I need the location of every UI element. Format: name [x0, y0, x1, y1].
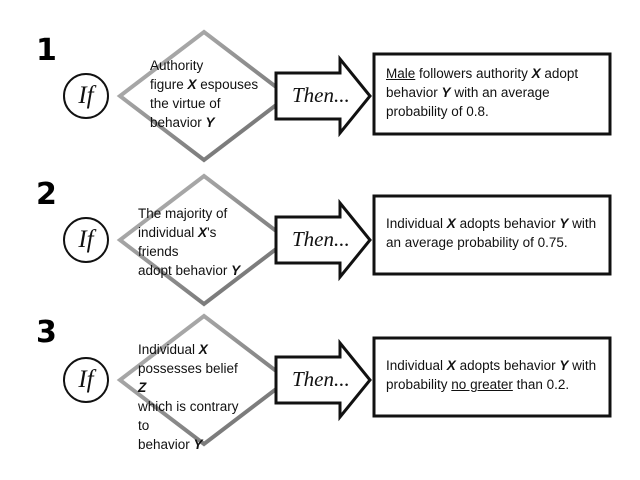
rule-1-then-arrow: [274, 54, 372, 138]
rule-2-if-circle: [63, 217, 109, 263]
text-line: Male followers authority X adopt: [386, 64, 578, 83]
rule-3-then-arrow: [274, 338, 372, 422]
text-run: with: [568, 358, 597, 373]
rule-2-if-label: If: [78, 226, 94, 253]
text-run: Individual: [138, 342, 199, 357]
text-run: probability of 0.8.: [386, 104, 489, 119]
text-run: adopts behavior: [455, 358, 560, 373]
text-run: 's friends: [138, 225, 217, 259]
variable-label: Y: [559, 216, 569, 231]
text-line: the virtue of: [150, 94, 260, 113]
text-line: probability of 0.8.: [386, 102, 578, 121]
text-run: followers authority: [415, 66, 532, 81]
variable-label: Y: [231, 263, 241, 278]
rule-1-then-label: Then...: [292, 83, 350, 107]
text-run: which is contrary to: [138, 399, 239, 433]
text-run: behavior: [386, 85, 442, 100]
text-line: Individual X adopts behavior Y with: [386, 214, 596, 233]
rule-2-then-arrow: [274, 198, 372, 282]
rule-2-result-box: [372, 194, 612, 276]
emphasis-text: Male: [386, 66, 416, 81]
text-run: Individual: [386, 216, 447, 231]
variable-label: X: [446, 358, 456, 373]
text-line: adopt behavior Y: [138, 261, 248, 280]
text-run: adopt: [540, 66, 579, 81]
text-run: the virtue of: [150, 96, 221, 111]
text-run: figure: [150, 77, 188, 92]
rule-1-shapes: [63, 29, 612, 163]
text-run: The majority of: [138, 206, 228, 221]
text-line: probability no greater than 0.2.: [386, 375, 596, 394]
text-line: behavior Y: [150, 113, 260, 132]
rule-3-result-box: [372, 336, 612, 418]
rule-1-number: 1: [36, 33, 57, 68]
text-run: possesses belief: [138, 361, 238, 376]
text-line: which is contrary to: [138, 397, 248, 435]
text-run: an average probability of 0.75.: [386, 235, 568, 250]
text-run: adopts behavior: [455, 216, 560, 231]
text-run: behavior: [150, 115, 206, 130]
rule-3-then-label: Then...: [292, 367, 350, 391]
rule-1-if-label: If: [78, 82, 94, 109]
variable-label: Y: [441, 85, 451, 100]
rule-2-condition-diamond: [116, 173, 292, 307]
text-run: espouses: [196, 77, 259, 92]
text-run: individual: [138, 225, 199, 240]
variable-label: X: [198, 342, 208, 357]
rule-3-if-label: If: [78, 366, 94, 393]
text-line: Authority: [150, 56, 260, 75]
rule-3-number: 3: [36, 315, 57, 350]
variable-label: Y: [205, 115, 215, 130]
text-line: behavior Y: [138, 435, 248, 454]
text-run: Individual: [386, 358, 447, 373]
text-line: figure X espouses: [150, 75, 260, 94]
text-run: than 0.2.: [512, 377, 570, 392]
rule-1-condition-diamond: [116, 29, 292, 163]
rule-1-result-box: [372, 52, 612, 136]
rule-1-if-circle: [63, 73, 109, 119]
emphasis-text: no greater: [451, 377, 513, 392]
variable-label: Z: [138, 380, 147, 395]
text-run: with: [568, 216, 597, 231]
rule-3-shapes: [63, 313, 612, 447]
text-run: Authority: [150, 58, 204, 73]
text-line: Individual X: [138, 340, 248, 359]
variable-label: Y: [193, 437, 203, 452]
rule-3-condition-diamond: [116, 313, 292, 447]
variable-label: X: [198, 225, 208, 240]
rule-3-if-circle: [63, 357, 109, 403]
text-line: individual X's friends: [138, 223, 248, 261]
text-run: behavior: [138, 437, 194, 452]
variable-label: X: [187, 77, 197, 92]
text-line: behavior Y with an average: [386, 83, 578, 102]
rule-2-then-label: Then...: [292, 227, 350, 251]
text-line: Individual X adopts behavior Y with: [386, 356, 596, 375]
text-run: probability: [386, 377, 452, 392]
text-line: The majority of: [138, 204, 248, 223]
variable-label: X: [446, 216, 456, 231]
variable-label: Y: [559, 358, 569, 373]
rule-1-condition-text: Authority figure X espouses the virtue of b…: [150, 56, 260, 132]
rule-2-shapes: [63, 173, 612, 307]
text-run: with an average: [450, 85, 550, 100]
variable-label: X: [531, 66, 541, 81]
text-run: adopt behavior: [138, 263, 232, 278]
rule-2-number: 2: [36, 177, 57, 212]
text-line: an average probability of 0.75.: [386, 233, 596, 252]
text-line: possesses belief Z: [138, 359, 248, 397]
